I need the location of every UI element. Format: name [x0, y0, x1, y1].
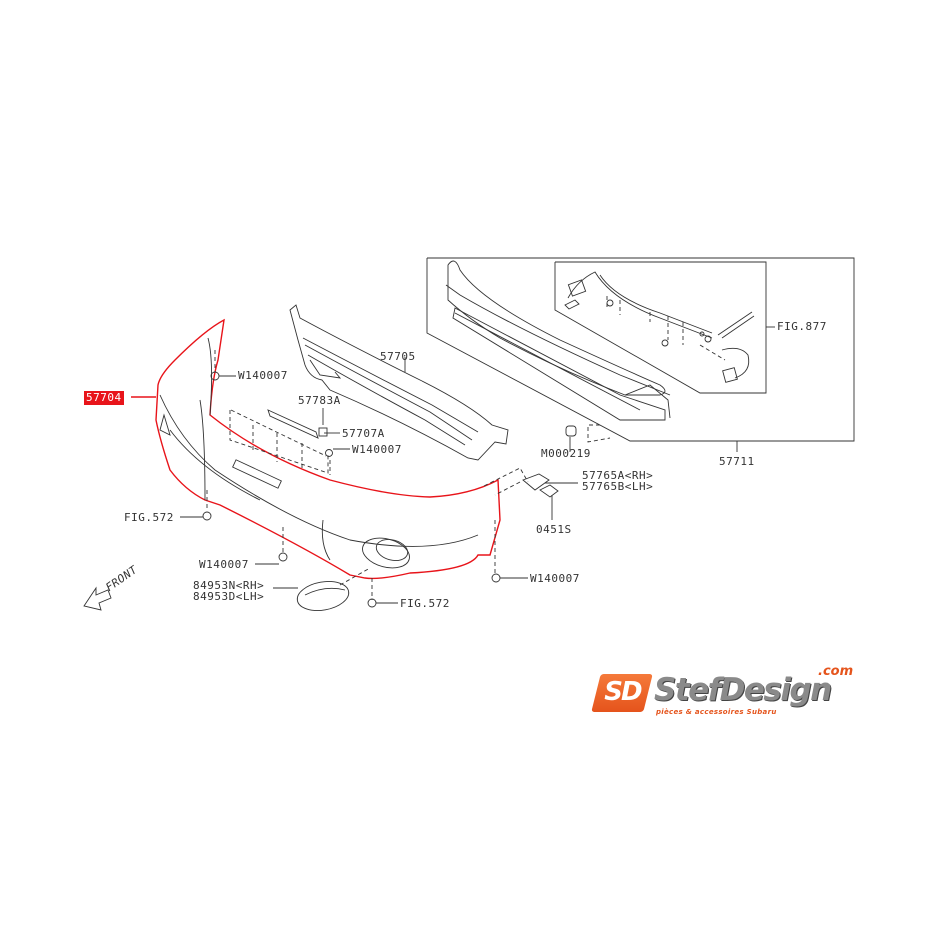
callout-fig877[interactable]: FIG.877 — [777, 320, 827, 333]
part-57704-bumper-cover — [155, 318, 501, 580]
callout-w140007-mid[interactable]: W140007 — [352, 443, 402, 456]
assembly-guide-lines — [206, 350, 611, 600]
callout-w140007-top[interactable]: W140007 — [238, 369, 288, 382]
stefdesign-logo: SD StefDesign .com pièces & accessoires … — [591, 664, 858, 720]
fasteners — [202, 371, 577, 611]
callout-fig572-bottom[interactable]: FIG.572 — [400, 597, 450, 610]
callout-fig572-left[interactable]: FIG.572 — [124, 511, 174, 524]
callout-57765a[interactable]: 57765A<RH> — [582, 469, 654, 482]
callout-84953n[interactable]: 84953N<RH> — [193, 579, 265, 592]
callout-57783a[interactable]: 57783A — [298, 394, 341, 407]
logo-tagline: pièces & accessoires Subaru — [656, 708, 777, 716]
logo-badge: SD — [591, 674, 653, 712]
callout-0451s[interactable]: 0451S — [536, 523, 572, 536]
callout-57707a[interactable]: 57707A — [342, 427, 385, 440]
assembly-57711-box — [426, 257, 855, 452]
part-57705-absorber — [289, 304, 509, 461]
callout-84953d[interactable]: 84953D<LH> — [193, 590, 265, 603]
logo-name: StefDesign — [654, 672, 832, 708]
front-direction-arrow-icon — [83, 586, 112, 611]
callout-57705[interactable]: 57705 — [380, 350, 416, 363]
part-57711-beam — [445, 260, 671, 421]
fig877-inset-box — [554, 261, 775, 394]
callout-w140007-right[interactable]: W140007 — [530, 572, 580, 585]
logo-domain: .com — [818, 664, 854, 679]
callout-57704[interactable]: 57704 — [84, 391, 124, 405]
callout-m000219[interactable]: M000219 — [541, 447, 591, 460]
callout-57711[interactable]: 57711 — [719, 455, 755, 468]
callout-57765b[interactable]: 57765B<LH> — [582, 480, 654, 493]
callout-w140007-lower[interactable]: W140007 — [199, 558, 249, 571]
leader-lines — [131, 375, 578, 604]
logo-badge-text: SD — [604, 677, 641, 707]
